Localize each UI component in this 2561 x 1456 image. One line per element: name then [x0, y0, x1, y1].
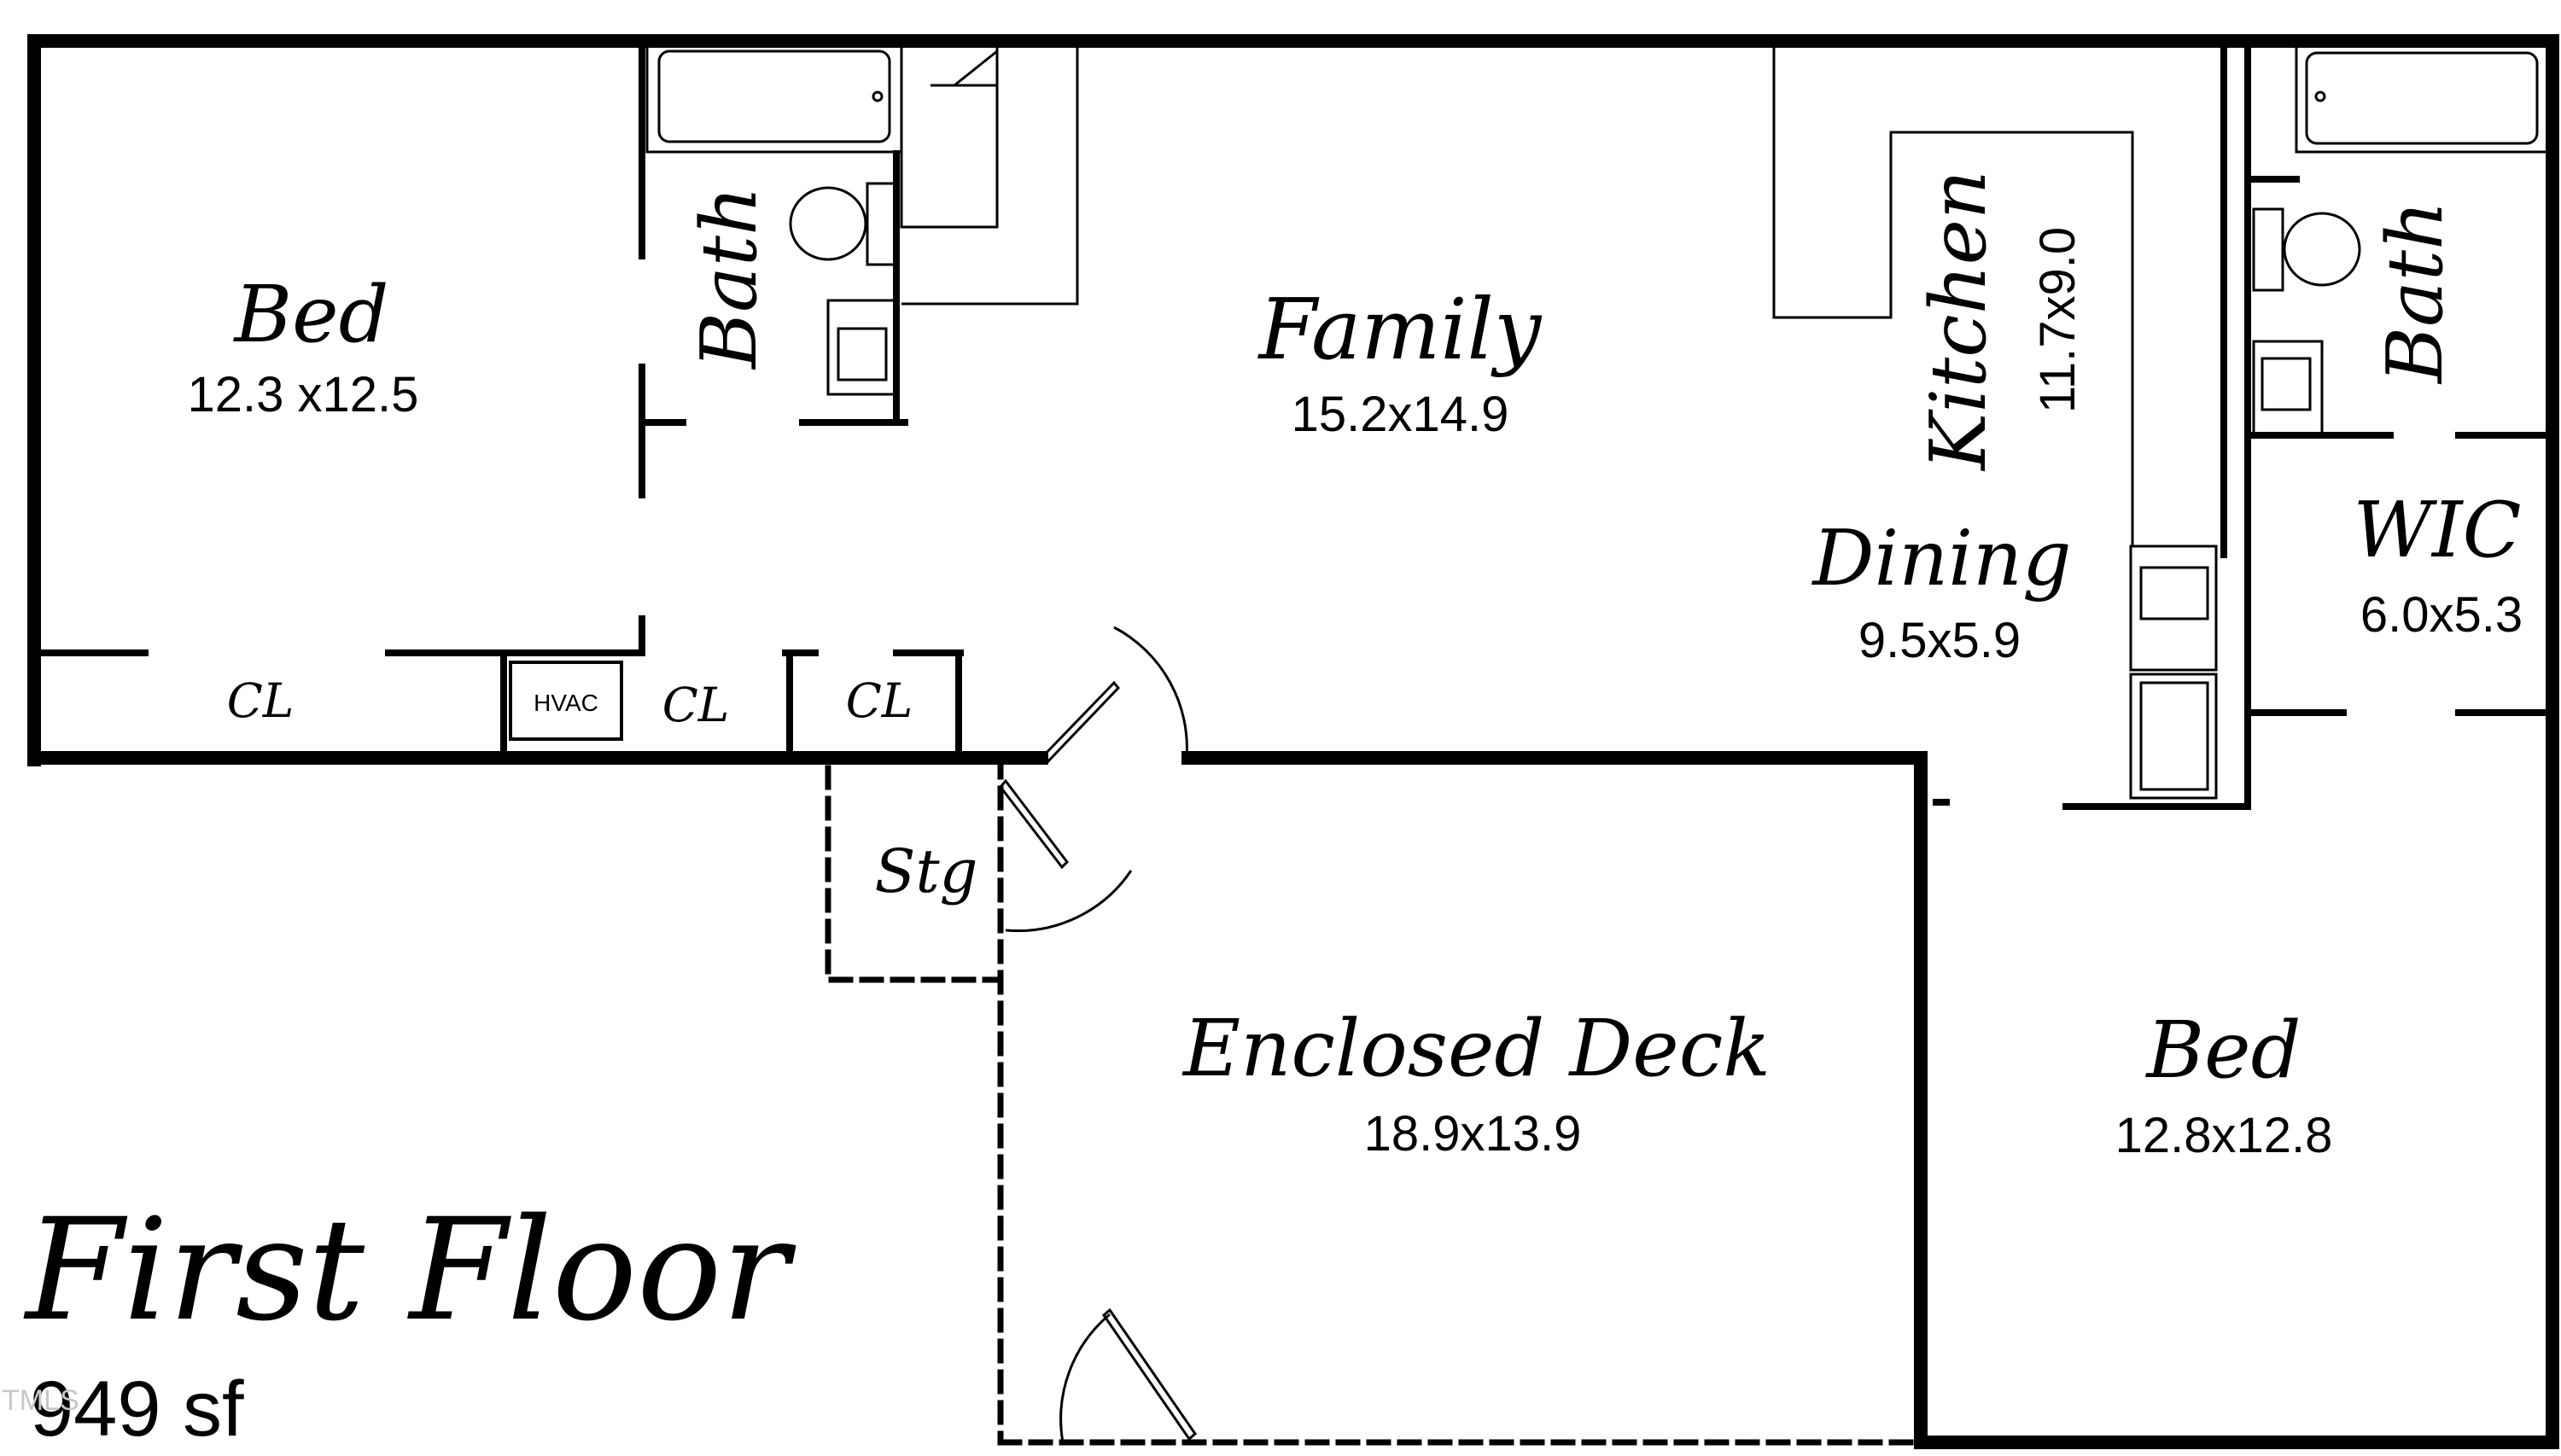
- dims-family: 15.2x14.9: [1292, 387, 1509, 442]
- label-bath-right: Bath: [2371, 201, 2460, 385]
- label-enclosed-deck: Enclosed Deck: [1181, 1003, 1771, 1094]
- dims-kitchen: 11.7x9.0: [2030, 227, 2086, 413]
- dims-bed-left: 12.3 x12.5: [188, 367, 419, 422]
- label-hvac: HVAC: [534, 690, 598, 716]
- bathtub-left: [645, 39, 903, 154]
- hvac-unit: [509, 661, 623, 741]
- label-bed-right: Bed: [2145, 1005, 2301, 1096]
- dims-wic: 6.0x5.3: [2360, 587, 2523, 643]
- label-closet-3: CL: [846, 673, 913, 728]
- kitchen-counter: [1772, 41, 2134, 546]
- label-closet-1: CL: [227, 673, 295, 728]
- fixtures: [509, 39, 2550, 800]
- dims-dining: 9.5x5.9: [1858, 613, 2021, 668]
- label-closet-2: CL: [662, 678, 730, 732]
- doors: [999, 626, 1928, 1443]
- dims-enclosed-deck: 18.9x13.9: [1364, 1106, 1582, 1162]
- label-bath-left: Bath: [685, 186, 774, 370]
- dashed-walls: [825, 754, 1924, 1446]
- fireplace: [900, 39, 999, 229]
- toilet-right: [2283, 212, 2361, 287]
- label-kitchen: Kitchen: [1914, 170, 2004, 472]
- toilet-left: [789, 186, 867, 261]
- sink-right: [2252, 340, 2324, 437]
- bathtub-right: [2295, 39, 2550, 154]
- dryer: [2129, 673, 2218, 800]
- label-dining: Dining: [1811, 514, 2071, 603]
- label-wic: WIC: [2354, 486, 2522, 575]
- plan-area: 949 sf: [30, 1366, 244, 1453]
- washer: [2129, 545, 2218, 672]
- sink-left: [826, 299, 898, 396]
- dims-bed-right: 12.8x12.8: [2115, 1108, 2333, 1163]
- watermark: TMLS: [2, 1384, 79, 1417]
- label-family: Family: [1257, 282, 1543, 379]
- interior-walls: [31, 38, 2556, 810]
- plan-title: First Floor: [23, 1188, 796, 1352]
- label-bed-left: Bed: [233, 269, 389, 360]
- label-storage: Stg: [875, 836, 978, 906]
